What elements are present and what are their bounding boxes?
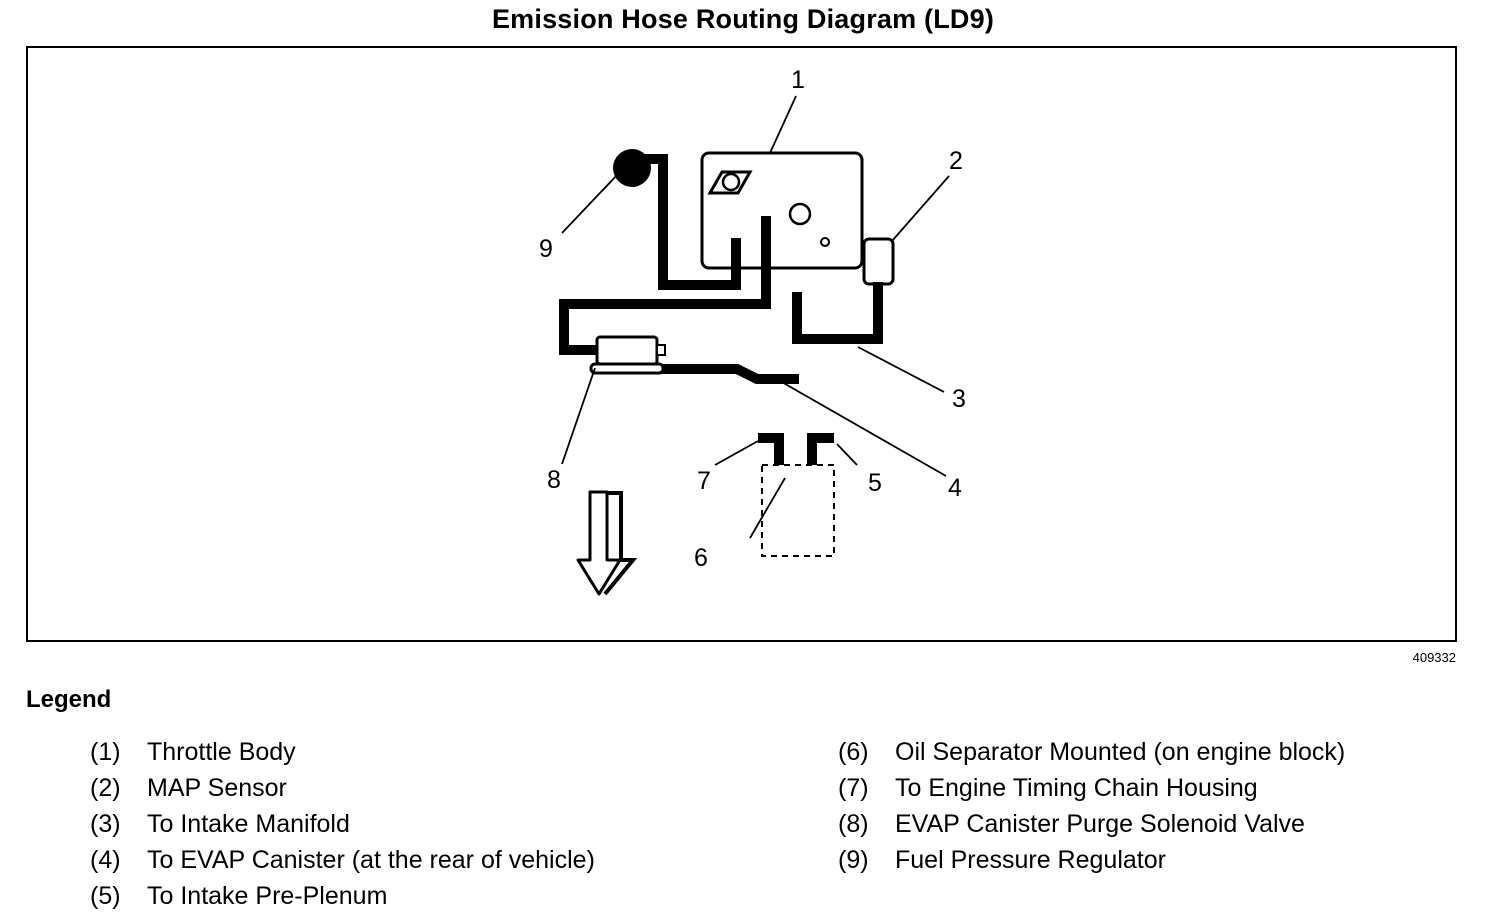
legend-number: (4) (90, 846, 121, 874)
legend-number: (8) (838, 810, 869, 838)
callout-4: 4 (948, 474, 962, 502)
throttle-body (700, 151, 864, 270)
map-sensor (862, 237, 895, 286)
legend-number: (1) (90, 738, 121, 766)
evap-purge-solenoid (589, 335, 666, 375)
legend-text: To Intake Pre-Plenum (147, 882, 388, 910)
leader-lines (561, 95, 950, 539)
callout-6: 6 (694, 544, 708, 572)
legend-text: To Intake Manifold (147, 810, 350, 838)
legend-item: (1) Throttle Body (90, 735, 595, 771)
legend-item: (3) To Intake Manifold (90, 807, 595, 843)
evap-canister-hose (657, 364, 799, 384)
legend-number: (2) (90, 774, 121, 802)
callout-8: 8 (547, 466, 561, 494)
legend-number: (3) (90, 810, 121, 838)
callout-1: 1 (791, 66, 805, 94)
fpr-hose (645, 154, 741, 290)
legend-column-right: (6) Oil Separator Mounted (on engine blo… (838, 735, 1345, 879)
hose-routing-diagram: 1 2 3 4 5 6 7 8 9 (539, 66, 966, 596)
oil-separator (761, 464, 835, 557)
callout-5: 5 (868, 469, 882, 497)
legend-number: (9) (838, 846, 869, 874)
diagram-frame: 1 2 3 4 5 6 7 8 9 (26, 46, 1457, 642)
pre-plenum-hose (807, 433, 834, 465)
legend-text: Fuel Pressure Regulator (895, 846, 1166, 874)
legend-text: Throttle Body (147, 738, 296, 766)
legend-item: (2) MAP Sensor (90, 771, 595, 807)
legend-text: To Engine Timing Chain Housing (895, 774, 1258, 802)
legend-heading: Legend (26, 686, 112, 713)
legend-text: Oil Separator Mounted (on engine block) (895, 738, 1346, 766)
legend-number: (7) (838, 774, 869, 802)
legend-item: (7) To Engine Timing Chain Housing (838, 771, 1345, 807)
legend-text: EVAP Canister Purge Solenoid Valve (895, 810, 1305, 838)
legend-item: (5) To Intake Pre-Plenum (90, 879, 595, 915)
forward-arrow-icon (576, 490, 622, 596)
legend-item: (6) Oil Separator Mounted (on engine blo… (838, 735, 1345, 771)
diagram-title: Emission Hose Routing Diagram (LD9) (491, 4, 995, 34)
legend-item: (9) Fuel Pressure Regulator (838, 843, 1345, 879)
legend-number: (5) (90, 882, 121, 910)
forward-arrow-shadow (603, 491, 638, 596)
legend-column-left: (1) Throttle Body (2) MAP Sensor (3) To … (90, 735, 595, 915)
purge-vacuum-hose (559, 216, 771, 355)
callout-7: 7 (697, 467, 711, 495)
figure-number: 409332 (1412, 650, 1456, 665)
legend-text: To EVAP Canister (at the rear of vehicle… (147, 846, 595, 874)
callout-9: 9 (539, 235, 553, 263)
callout-2: 2 (949, 147, 963, 175)
map-to-manifold-hose (792, 282, 883, 344)
legend-item: (8) EVAP Canister Purge Solenoid Valve (838, 807, 1345, 843)
timing-chain-hose (758, 433, 784, 465)
legend-text: MAP Sensor (147, 774, 287, 802)
legend-number: (6) (838, 738, 869, 766)
legend-item: (4) To EVAP Canister (at the rear of veh… (90, 843, 595, 879)
callout-labels: 1 2 3 4 5 6 7 8 9 (539, 66, 966, 572)
callout-3: 3 (952, 385, 966, 413)
